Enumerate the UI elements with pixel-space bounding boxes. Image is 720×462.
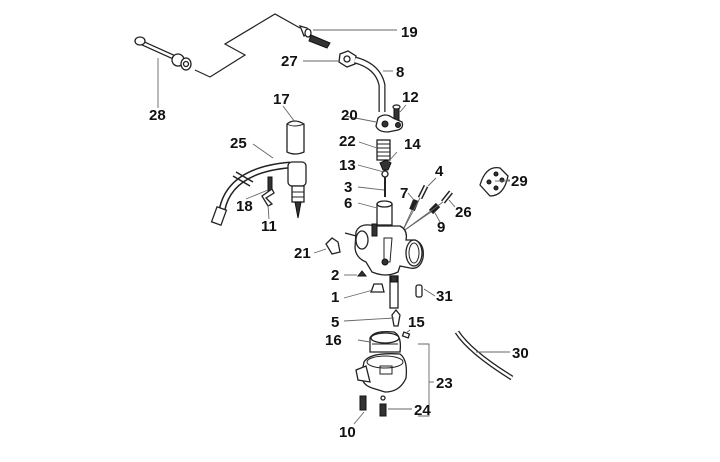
callout-3: 3	[344, 179, 353, 196]
callout-22: 22	[339, 133, 356, 150]
float-needle-part	[391, 308, 401, 327]
screw-4-part	[417, 184, 429, 200]
leader-lines	[157, 29, 510, 425]
callout-9: 9	[437, 219, 446, 236]
callout-1: 1	[331, 289, 340, 306]
callout-24: 24	[414, 402, 431, 419]
callout-16: 16	[325, 332, 342, 349]
callout-25: 25	[230, 135, 247, 152]
callout-30: 30	[512, 345, 529, 362]
callout-23: 23	[436, 375, 453, 392]
cable-adjuster-part	[134, 36, 192, 71]
spring-7-part	[409, 198, 419, 212]
callout-18: 18	[236, 198, 253, 215]
throttle-valve-part	[376, 200, 393, 226]
callout-11: 11	[261, 218, 277, 235]
callout-21: 21	[294, 245, 311, 262]
callout-27: 27	[281, 53, 298, 70]
nut-2-part	[356, 270, 368, 277]
cable-end-part	[298, 25, 331, 49]
callout-28: 28	[149, 107, 166, 124]
pin-15-part	[401, 331, 411, 339]
callout-12: 12	[402, 89, 419, 106]
emulsion-tube-part	[389, 275, 399, 309]
callout-6: 6	[344, 195, 353, 212]
gasket-part	[479, 166, 509, 197]
drain-screw-part	[379, 395, 387, 417]
callout-7: 7	[400, 185, 409, 202]
retainer-part	[379, 159, 392, 171]
callout-10: 10	[339, 424, 356, 441]
callout-17: 17	[273, 91, 290, 108]
choke-plunger-part	[287, 161, 307, 219]
callout-2: 2	[331, 267, 340, 284]
callout-19: 19	[401, 24, 418, 41]
cover-part	[375, 114, 404, 133]
screw-12-part	[392, 104, 401, 122]
callout-20: 20	[341, 107, 358, 124]
callout-31: 31	[436, 288, 453, 305]
vent-hose-part	[454, 330, 514, 381]
callout-15: 15	[408, 314, 425, 331]
screw-10-part	[359, 395, 367, 411]
holder-1-part	[370, 283, 385, 293]
clip-21-part	[325, 237, 341, 255]
carburetor-body	[344, 223, 424, 276]
callout-26: 26	[455, 204, 472, 221]
callout-4: 4	[435, 163, 444, 180]
float-part	[369, 330, 402, 353]
nut-part	[338, 50, 357, 68]
spring-22-part	[376, 139, 391, 161]
screw-26-part	[441, 190, 453, 204]
callout-5: 5	[331, 314, 340, 331]
throttle-cable	[194, 13, 301, 78]
float-bowl-part	[355, 353, 408, 393]
jet-31-part	[415, 284, 423, 298]
callout-8: 8	[396, 64, 405, 81]
callout-14: 14	[404, 136, 421, 153]
cap-part	[286, 120, 305, 155]
callout-13: 13	[339, 157, 356, 174]
callout-29: 29	[511, 173, 528, 190]
